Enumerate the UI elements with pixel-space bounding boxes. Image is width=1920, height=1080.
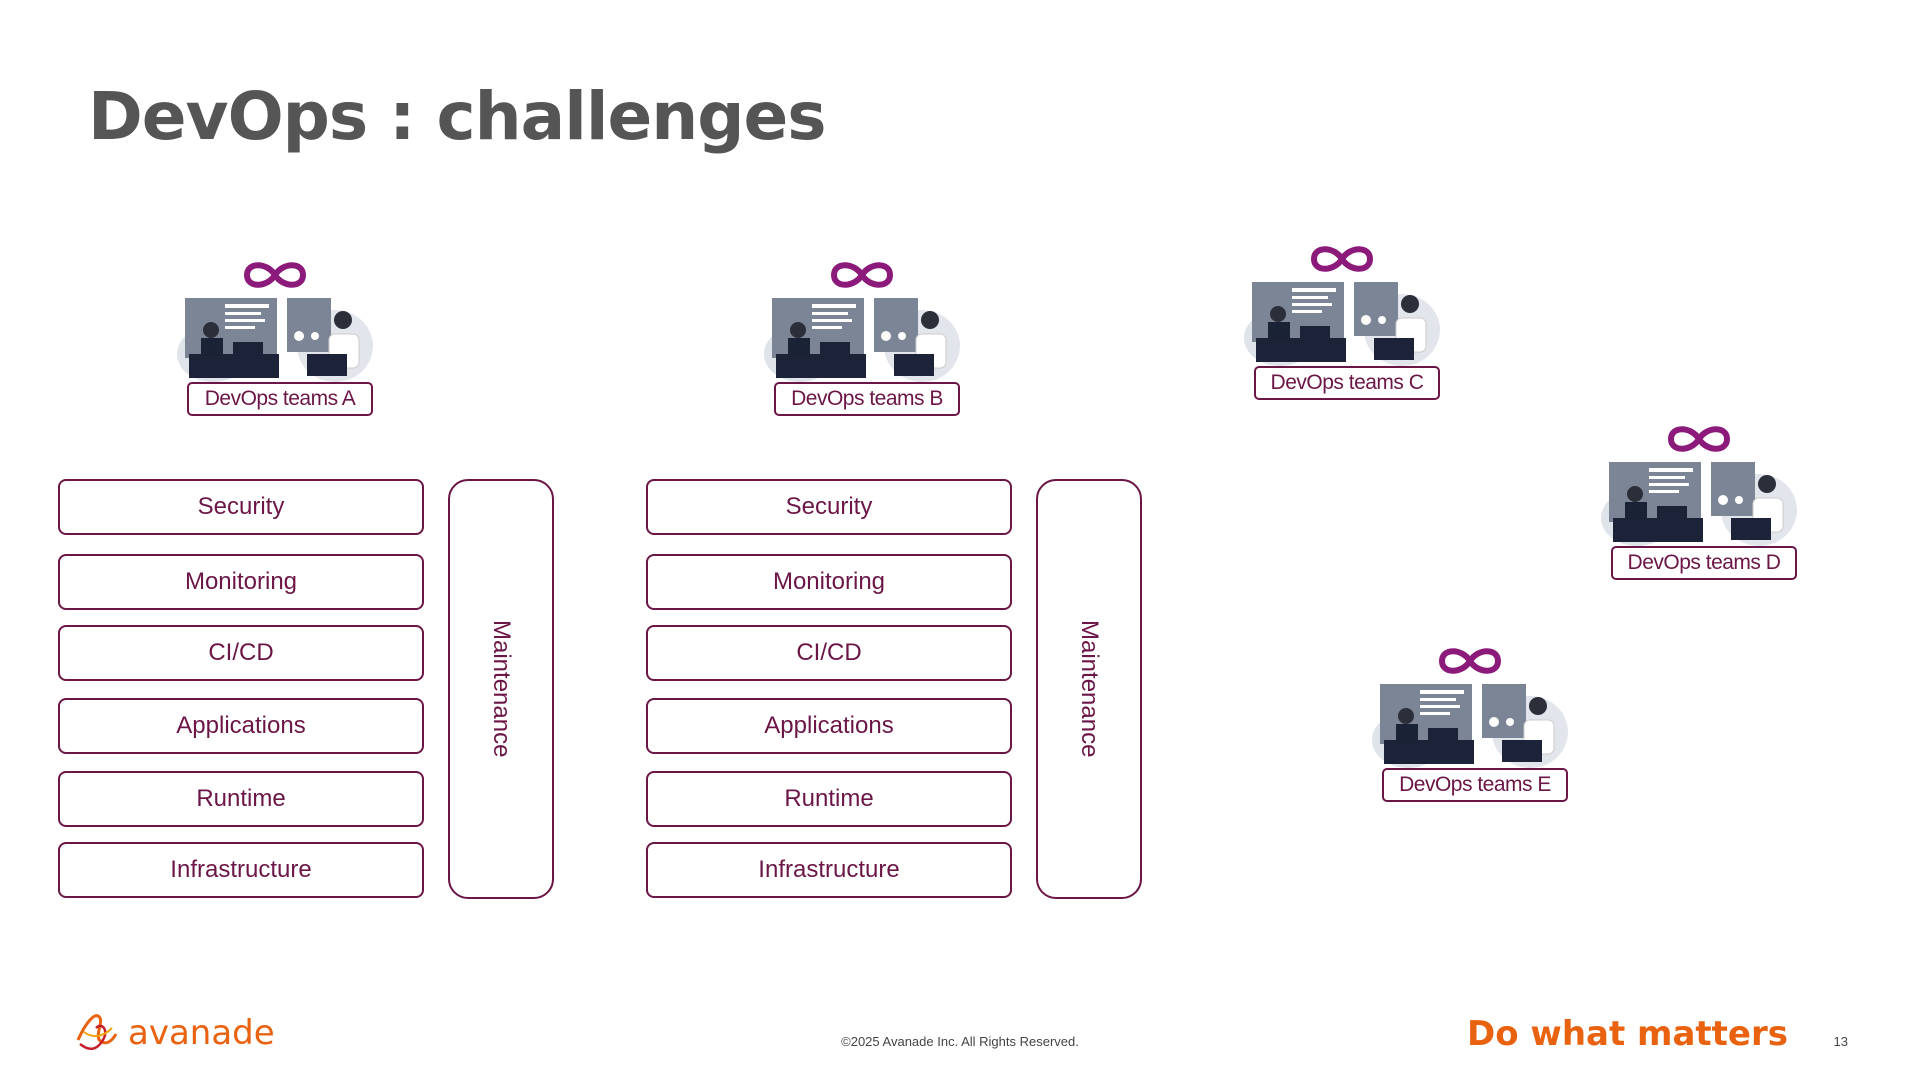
layer-runtime: Runtime (646, 771, 1012, 827)
infinity-icon (243, 262, 307, 288)
team-e: DevOps teams E (1360, 642, 1580, 812)
tagline: Do what matters (1466, 1014, 1788, 1054)
team-a: DevOps teams A (165, 256, 385, 426)
layer-security: Security (58, 479, 424, 535)
maintenance-bar: Maintenance (448, 479, 554, 899)
layer-infrastructure: Infrastructure (646, 842, 1012, 898)
devops-team-illustration-icon (177, 298, 373, 382)
team-label: DevOps teams E (1382, 768, 1568, 802)
layer-security: Security (646, 479, 1012, 535)
devops-team-illustration-icon (1244, 282, 1440, 366)
infinity-icon (1438, 648, 1502, 674)
copyright-text: ©2025 Avanade Inc. All Rights Reserved. (841, 1034, 1079, 1049)
team-label: DevOps teams B (774, 382, 960, 416)
layer-infrastructure: Infrastructure (58, 842, 424, 898)
infinity-icon (1310, 246, 1374, 272)
infinity-icon (1667, 426, 1731, 452)
avanade-logo: avanade (72, 1008, 275, 1058)
maintenance-label: Maintenance (1076, 620, 1103, 758)
team-label: DevOps teams C (1254, 366, 1440, 400)
page-title: DevOps : challenges (88, 78, 826, 155)
infinity-icon (830, 262, 894, 288)
layer-cicd: CI/CD (646, 625, 1012, 681)
team-c: DevOps teams C (1232, 240, 1452, 410)
layer-monitoring: Monitoring (58, 554, 424, 610)
logo-wordmark: avanade (128, 1013, 275, 1053)
layer-runtime: Runtime (58, 771, 424, 827)
team-label: DevOps teams D (1611, 546, 1797, 580)
layer-applications: Applications (58, 698, 424, 754)
avanade-logo-icon (76, 1014, 118, 1051)
layer-applications: Applications (646, 698, 1012, 754)
maintenance-bar: Maintenance (1036, 479, 1142, 899)
layer-cicd: CI/CD (58, 625, 424, 681)
devops-team-illustration-icon (1601, 462, 1797, 546)
page-number: 13 (1833, 1034, 1848, 1049)
devops-team-illustration-icon (764, 298, 960, 382)
team-d: DevOps teams D (1589, 420, 1809, 590)
maintenance-label: Maintenance (488, 620, 515, 758)
layer-monitoring: Monitoring (646, 554, 1012, 610)
devops-team-illustration-icon (1372, 684, 1568, 768)
team-b: DevOps teams B (752, 256, 972, 426)
team-label: DevOps teams A (187, 382, 373, 416)
